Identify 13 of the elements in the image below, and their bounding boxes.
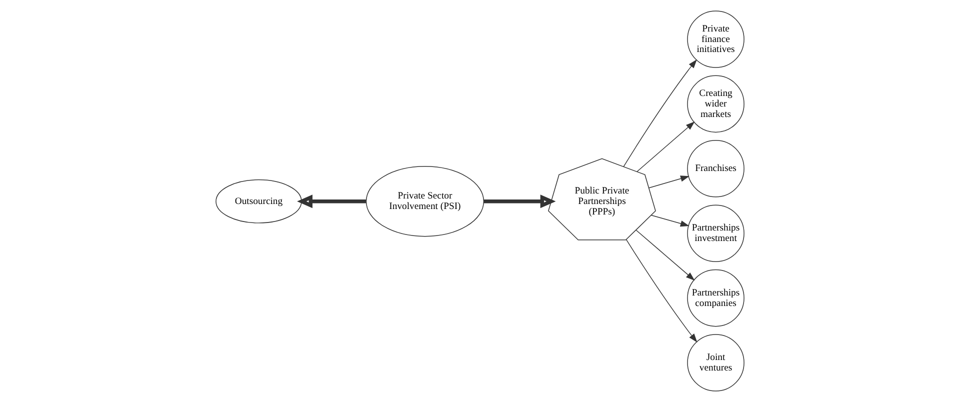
arrow <box>648 176 690 188</box>
node-ellipse: Private Sector Involvement (PSI) <box>366 166 484 237</box>
arrow <box>297 194 366 208</box>
arrow <box>636 230 695 281</box>
arrow <box>636 121 695 172</box>
arrow <box>623 59 697 167</box>
node-circle: Franchises <box>687 140 744 198</box>
arrow <box>650 214 690 227</box>
arrow <box>484 194 556 208</box>
node-ellipse: Outsourcing <box>216 179 302 224</box>
node-circle: Partnerships companies <box>687 269 744 327</box>
node-circle: Partnerships investment <box>687 204 744 262</box>
arrow <box>626 239 698 342</box>
